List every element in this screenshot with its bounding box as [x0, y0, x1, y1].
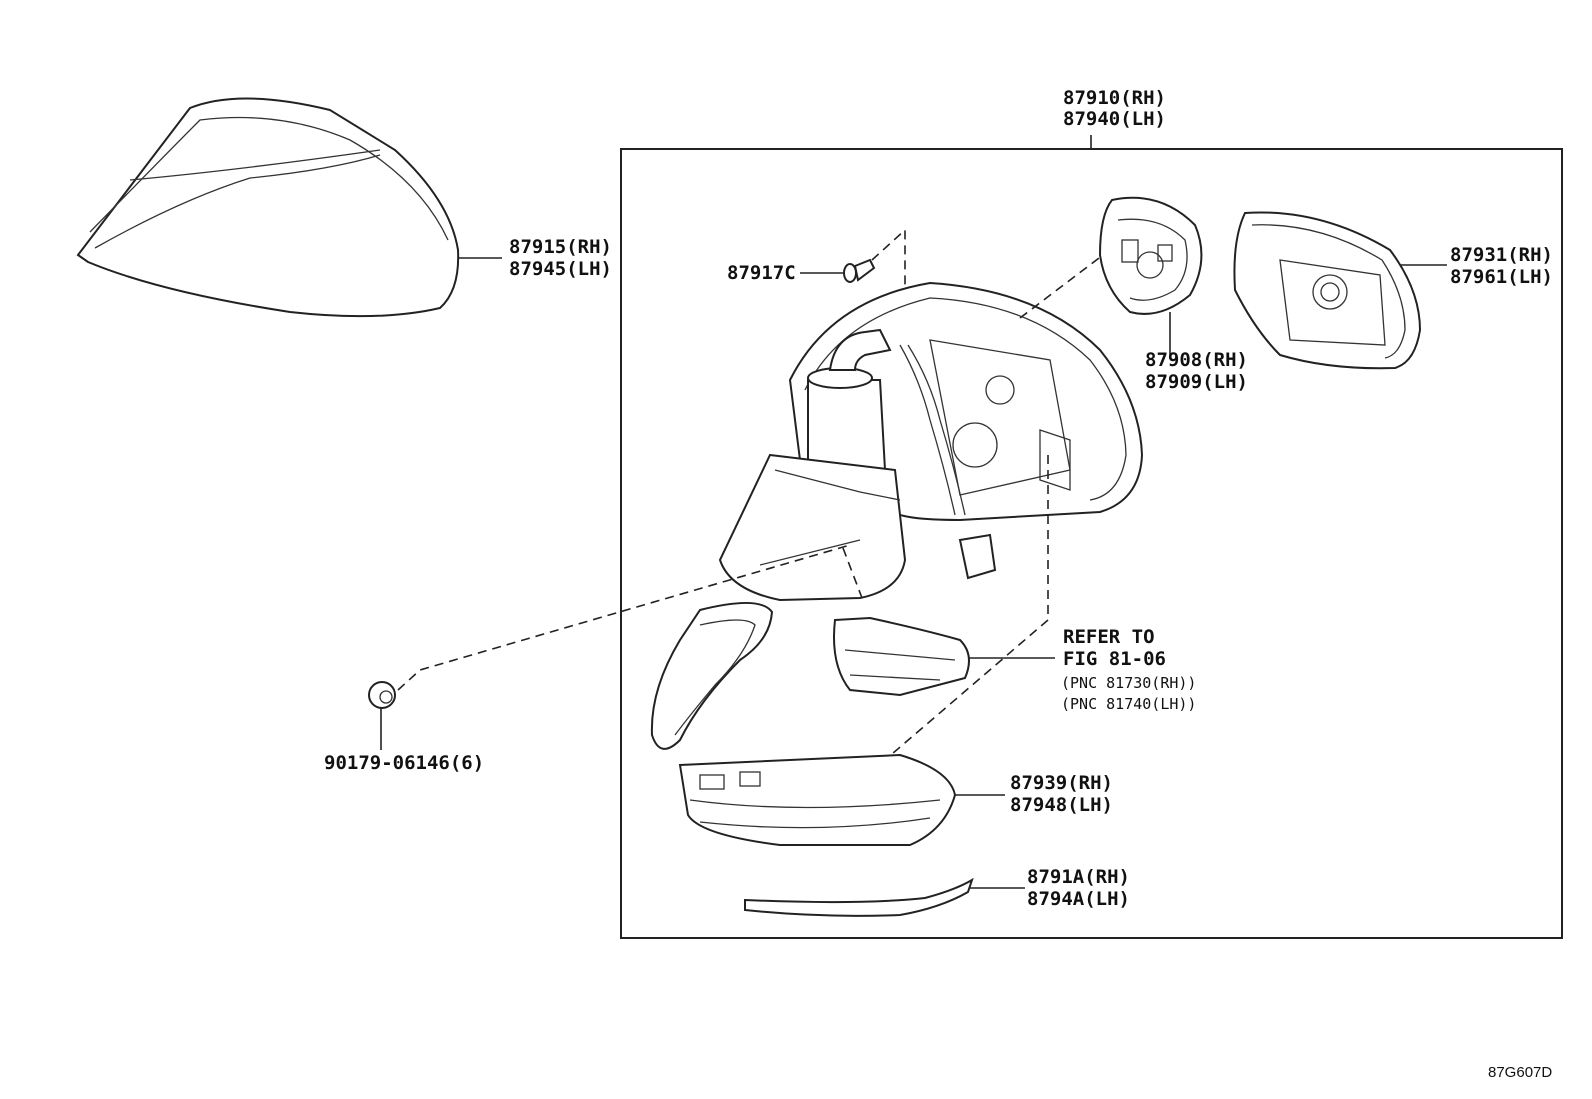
diagram-code: 87G607D: [1488, 1064, 1553, 1081]
actuator-label-rh: 87908(RH): [1145, 349, 1248, 371]
assembly-label-lh: 87940(LH): [1063, 108, 1166, 130]
dash-actuator: [1019, 254, 1104, 319]
refer-line2: FIG 81-06: [1063, 648, 1166, 670]
refer-line1: REFER TO: [1063, 626, 1155, 648]
mirror-housing: [650, 281, 1144, 750]
lamp-cover-label-rh: 87939(RH): [1010, 772, 1113, 794]
moulding-label-rh: 8791A(RH): [1027, 866, 1130, 888]
mirror-cover: [76, 97, 460, 318]
dash-screw-to-base: [842, 547, 863, 599]
mirror-actuator: [1098, 196, 1203, 315]
clip-icon: [368, 681, 396, 709]
mirror-label-lh: 87961(LH): [1450, 266, 1553, 288]
clip-label: 90179-06146(6): [324, 752, 485, 774]
cover-label-rh: 87915(RH): [509, 236, 612, 258]
dash-lamp: [884, 619, 1049, 761]
screw-label: 87917C: [727, 262, 796, 284]
cover-label-lh: 87945(LH): [509, 258, 612, 280]
refer-line3: (PNC 81730(RH)): [1061, 674, 1197, 692]
mirror-label-rh: 87931(RH): [1450, 244, 1553, 266]
mirror-glass: [1233, 211, 1422, 370]
moulding-strip: [744, 877, 974, 917]
lamp-cover-label-lh: 87948(LH): [1010, 794, 1113, 816]
refer-line4: (PNC 81740(LH)): [1061, 695, 1197, 713]
screw-icon: [843, 258, 876, 283]
turn-signal-unit: [833, 616, 970, 697]
assembly-label-rh: 87910(RH): [1063, 87, 1166, 109]
actuator-label-lh: 87909(LH): [1145, 371, 1248, 393]
lamp-cover: [678, 753, 957, 846]
moulding-label-lh: 8794A(LH): [1027, 888, 1130, 910]
